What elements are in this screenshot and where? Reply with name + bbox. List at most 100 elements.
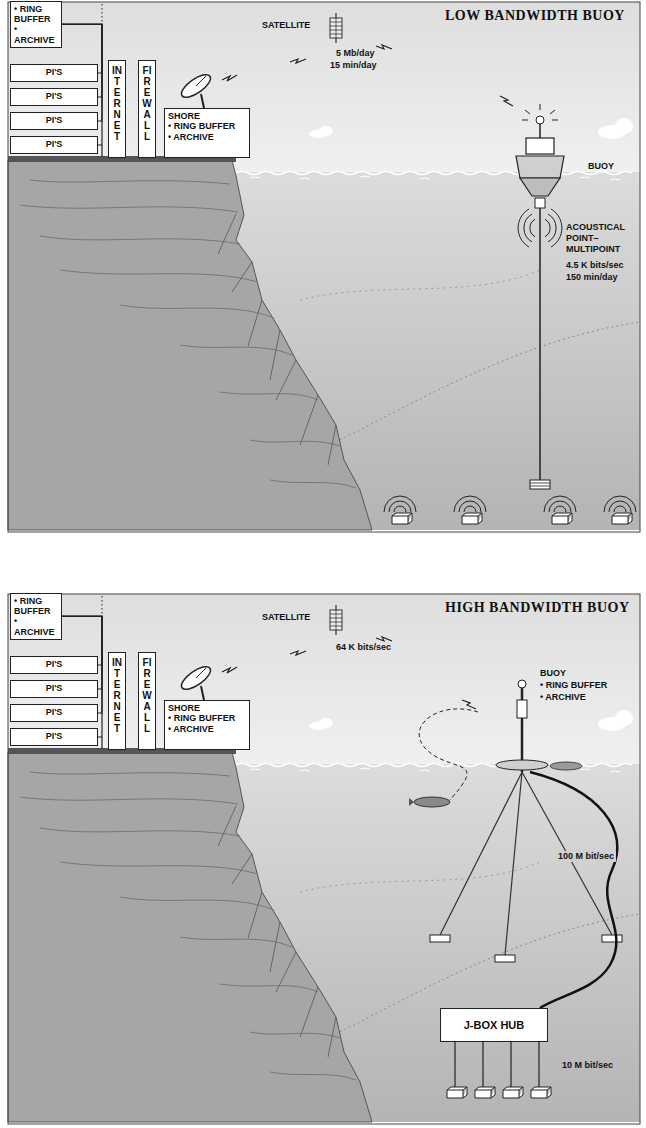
box-text: PI'S: [13, 659, 95, 669]
radio-bolt: [500, 96, 513, 106]
box-text: PI'S: [13, 91, 95, 101]
buoy-housing: [526, 138, 554, 154]
buoy-beacon: [536, 116, 544, 124]
sensor-signals: [384, 496, 636, 512]
archive-box: • RING BUFFER• ARCHIVE: [10, 1, 62, 48]
internet-box: INTERNET: [108, 652, 126, 750]
anchor: [495, 955, 515, 962]
vertical-label: INTERNET: [112, 65, 122, 142]
firewall-box: FIREWALL: [138, 60, 156, 158]
vertical-label: FIREWALL: [142, 657, 152, 734]
buoy-hull: [516, 156, 564, 178]
seafloor-sensors: [384, 496, 636, 524]
box-text: • RING BUFFER: [168, 121, 246, 131]
annotation-label: BUOY: [540, 668, 566, 679]
box-text: • ARCHIVE: [168, 132, 246, 142]
sensor-box: [447, 1087, 467, 1098]
panel-frame: [8, 594, 640, 1124]
low-bandwidth-scene: [8, 2, 640, 530]
beacon-rays: [522, 104, 558, 120]
box-text: • RING BUFFER: [14, 596, 58, 617]
box-text: • ARCHIVE: [14, 24, 58, 45]
box-text: PI'S: [13, 683, 95, 693]
box-text: PI'S: [13, 67, 95, 77]
annotation-label: • RING BUFFER: [540, 680, 607, 691]
buoy-keel: [520, 178, 560, 196]
tripod-mooring: [440, 772, 612, 955]
hub-text-group: J-BOX HUB: [464, 1019, 525, 1032]
pi-box: PI'S: [10, 728, 98, 746]
annotation-label: 10 M bit/sec: [562, 1060, 613, 1071]
sensor-box: [612, 513, 632, 524]
anchor: [602, 935, 622, 942]
j-box-hub: J-BOX HUB: [440, 1008, 548, 1042]
buoy-beacon: [518, 680, 526, 688]
auv-track: [419, 709, 478, 800]
panel-heading: LOW BANDWIDTH BUOY: [445, 8, 625, 25]
sensor-box: [531, 1087, 551, 1098]
anchor-stripes: [530, 483, 550, 486]
shore-box: SHORE• RING BUFFER• ARCHIVE: [164, 108, 250, 158]
network-bus: [101, 737, 102, 749]
box-text: J-BOX HUB: [464, 1019, 525, 1032]
network-continuation: [102, 596, 103, 618]
network-bus: [101, 145, 102, 157]
buoy-electronics: [517, 700, 527, 718]
box-text: PI'S: [13, 139, 95, 149]
pi-box: PI'S: [10, 680, 98, 698]
annotation-label: 15 min/day: [330, 60, 377, 71]
pi-box: PI'S: [10, 64, 98, 82]
buoy-float: [496, 760, 548, 770]
pi-box: PI'S: [10, 112, 98, 130]
sensor-box: [475, 1087, 495, 1098]
pi-box: PI'S: [10, 136, 98, 154]
radio-bolt: [462, 700, 476, 709]
annotation-label: 64 K bits/sec: [336, 642, 391, 653]
box-text: • ARCHIVE: [168, 724, 246, 734]
box-text: SHORE: [168, 703, 246, 713]
box-text: • RING BUFFER: [14, 4, 58, 25]
annotation-label: ACOUSTICAL POINT–MULTIPOINT: [566, 222, 642, 254]
annotation-label: • ARCHIVE: [540, 692, 586, 703]
sensor-box: [392, 513, 412, 524]
pi-box: PI'S: [10, 656, 98, 674]
internet-box: INTERNET: [108, 60, 126, 158]
high-bandwidth-scene: [8, 594, 640, 1122]
box-text: PI'S: [13, 731, 95, 741]
annotation-label: SATELLITE: [262, 20, 310, 31]
box-text: PI'S: [13, 115, 95, 125]
annotation-label: 4.5 K bits/sec: [566, 260, 624, 271]
box-text: • ARCHIVE: [14, 616, 58, 637]
acoustic-modem: [535, 198, 545, 208]
box-text: • RING BUFFER: [168, 713, 246, 723]
archive-box: • RING BUFFER• ARCHIVE: [10, 593, 62, 640]
network-line: [62, 616, 102, 689]
box-text: PI'S: [13, 707, 95, 717]
annotation-label: SATELLITE: [262, 612, 310, 623]
sensor-box: [552, 513, 572, 524]
annotation-label: 150 min/day: [566, 272, 618, 283]
anchor: [430, 935, 450, 942]
network-line: [62, 24, 102, 97]
surface-vehicle: [550, 762, 582, 770]
box-text: SHORE: [168, 111, 246, 121]
hub-wires: [455, 1042, 539, 1088]
mooring-line: [539, 208, 541, 480]
pi-box: PI'S: [10, 88, 98, 106]
panel-frame: [8, 2, 640, 532]
sensor-box: [503, 1087, 523, 1098]
network-continuation: [102, 4, 103, 26]
annotation-label: 5 Mb/day: [336, 48, 375, 59]
annotation-label: 100 M bit/sec: [556, 851, 616, 862]
anchor: [530, 480, 550, 489]
vertical-label: INTERNET: [112, 657, 122, 734]
acoustic-waves: [518, 209, 562, 247]
annotation-label: BUOY: [588, 161, 614, 172]
sensor-box: [462, 513, 482, 524]
vertical-label: FIREWALL: [142, 65, 152, 142]
auv: [414, 797, 450, 807]
firewall-box: FIREWALL: [138, 652, 156, 750]
auv-fin: [409, 798, 414, 806]
